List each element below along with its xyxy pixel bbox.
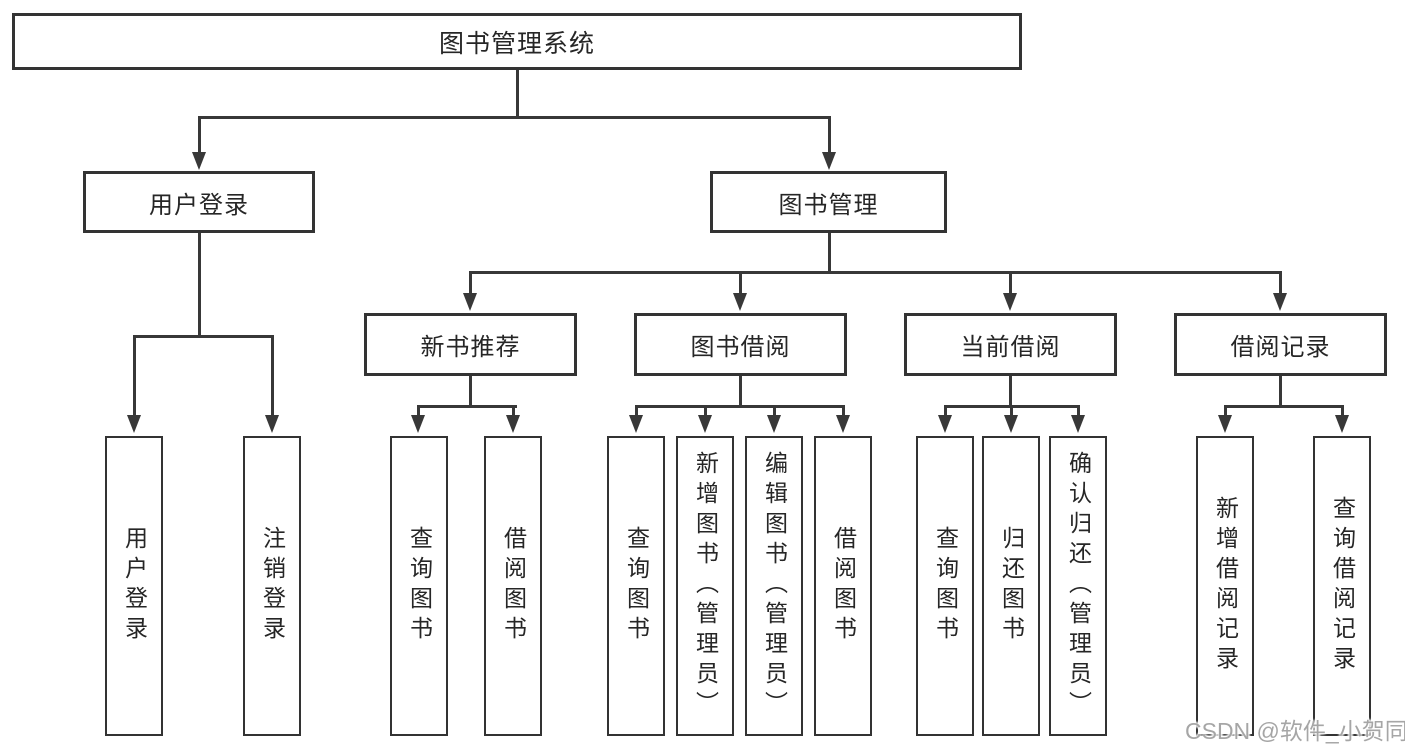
node-borrowing-records: 借阅记录 [1174,313,1387,376]
arrowhead-down-icon [733,293,747,311]
connector-line [634,405,845,408]
node-borrow-books-borrowing: 借阅图书 [814,436,872,736]
connector-line [1278,271,1282,294]
node-current-borrowing: 当前借阅 [904,313,1117,376]
node-query-borrow-record: 查询借阅记录 [1313,436,1371,736]
connector-line [1076,405,1080,416]
connector-line [132,335,136,415]
node-user-login-group: 用户登录 [83,171,315,233]
arrowhead-down-icon [463,293,477,311]
connector-line [634,405,638,416]
arrowhead-down-icon [629,415,643,433]
node-label: 借阅图书 [830,526,857,646]
arrowhead-down-icon [1004,415,1018,433]
connector-line [197,116,201,153]
node-label: 查询图书 [623,526,650,646]
node-query-books-borrowing: 查询图书 [607,436,665,736]
connector-line [511,405,515,416]
connector-line [1278,376,1282,407]
node-label: 借阅记录 [1230,334,1331,361]
node-logout: 注销登录 [243,436,301,736]
connector-line [827,116,831,153]
connector-line [468,271,472,294]
arrowhead-down-icon [836,415,850,433]
connector-line [270,335,274,415]
node-book-borrowing: 图书借阅 [634,313,847,376]
connector-line [1223,405,1227,416]
node-label: 图书借阅 [690,334,791,361]
arrowhead-down-icon [1003,293,1017,311]
node-label: 用户登录 [149,191,249,219]
arrowhead-down-icon [192,152,206,170]
connector-line [468,376,472,407]
connector-line [738,376,742,407]
node-add-book-admin: 新增图书（管理员） [676,436,734,736]
connector-line [841,405,845,416]
connector-line [1340,405,1344,416]
arrowhead-down-icon [767,415,781,433]
connector-line [416,405,420,416]
connector-line [468,271,1282,274]
node-label: 当前借阅 [960,334,1061,361]
connector-line [827,233,831,273]
connector-line [1008,271,1012,294]
node-label: 用户登录 [121,526,148,646]
connector-line [1008,376,1012,407]
arrowhead-down-icon [127,415,141,433]
connector-line [1223,405,1344,408]
connector-line [772,405,776,416]
arrowhead-down-icon [1335,415,1349,433]
node-label: 编辑图书（管理员） [761,451,788,721]
watermark: CSDN @软件_小贺同学 [1185,718,1405,744]
node-label: 新书推荐 [420,334,521,361]
node-label: 新增图书（管理员） [692,451,719,721]
node-return-book: 归还图书 [982,436,1040,736]
node-label: 新增借阅记录 [1212,496,1239,676]
node-label: 图书管理 [778,191,879,219]
node-query-books-current: 查询图书 [916,436,974,736]
arrowhead-down-icon [822,152,836,170]
node-borrow-books-recommend: 借阅图书 [484,436,542,736]
node-user-login: 用户登录 [105,436,163,736]
node-new-book-recommend: 新书推荐 [364,313,577,376]
node-label: 归还图书 [998,526,1025,646]
connector-line [943,405,947,416]
arrowhead-down-icon [938,415,952,433]
node-add-borrow-record: 新增借阅记录 [1196,436,1254,736]
node-confirm-return-admin: 确认归还（管理员） [1049,436,1107,736]
arrowhead-down-icon [265,415,279,433]
connector-line [703,405,707,416]
connector-line [1009,405,1013,416]
node-book-management: 图书管理 [710,171,947,233]
connector-line [738,271,742,294]
node-label: 查询图书 [406,526,433,646]
connector-line [197,233,201,337]
connector-line [515,70,519,118]
arrowhead-down-icon [1218,415,1232,433]
arrowhead-down-icon [1071,415,1085,433]
connector-line [197,116,831,119]
node-edit-book-admin: 编辑图书（管理员） [745,436,803,736]
node-label: 图书管理系统 [438,29,595,58]
node-label: 确认归还（管理员） [1065,451,1092,721]
node-label: 借阅图书 [500,526,527,646]
arrowhead-down-icon [506,415,520,433]
node-label: 查询图书 [932,526,959,646]
node-query-books-recommend: 查询图书 [390,436,448,736]
arrowhead-down-icon [411,415,425,433]
node-library-system: 图书管理系统 [12,13,1022,70]
arrowhead-down-icon [1273,293,1287,311]
connector-line [132,335,274,338]
node-label: 查询借阅记录 [1329,496,1356,676]
connector-line [416,405,517,408]
arrowhead-down-icon [698,415,712,433]
node-label: 注销登录 [259,526,286,646]
